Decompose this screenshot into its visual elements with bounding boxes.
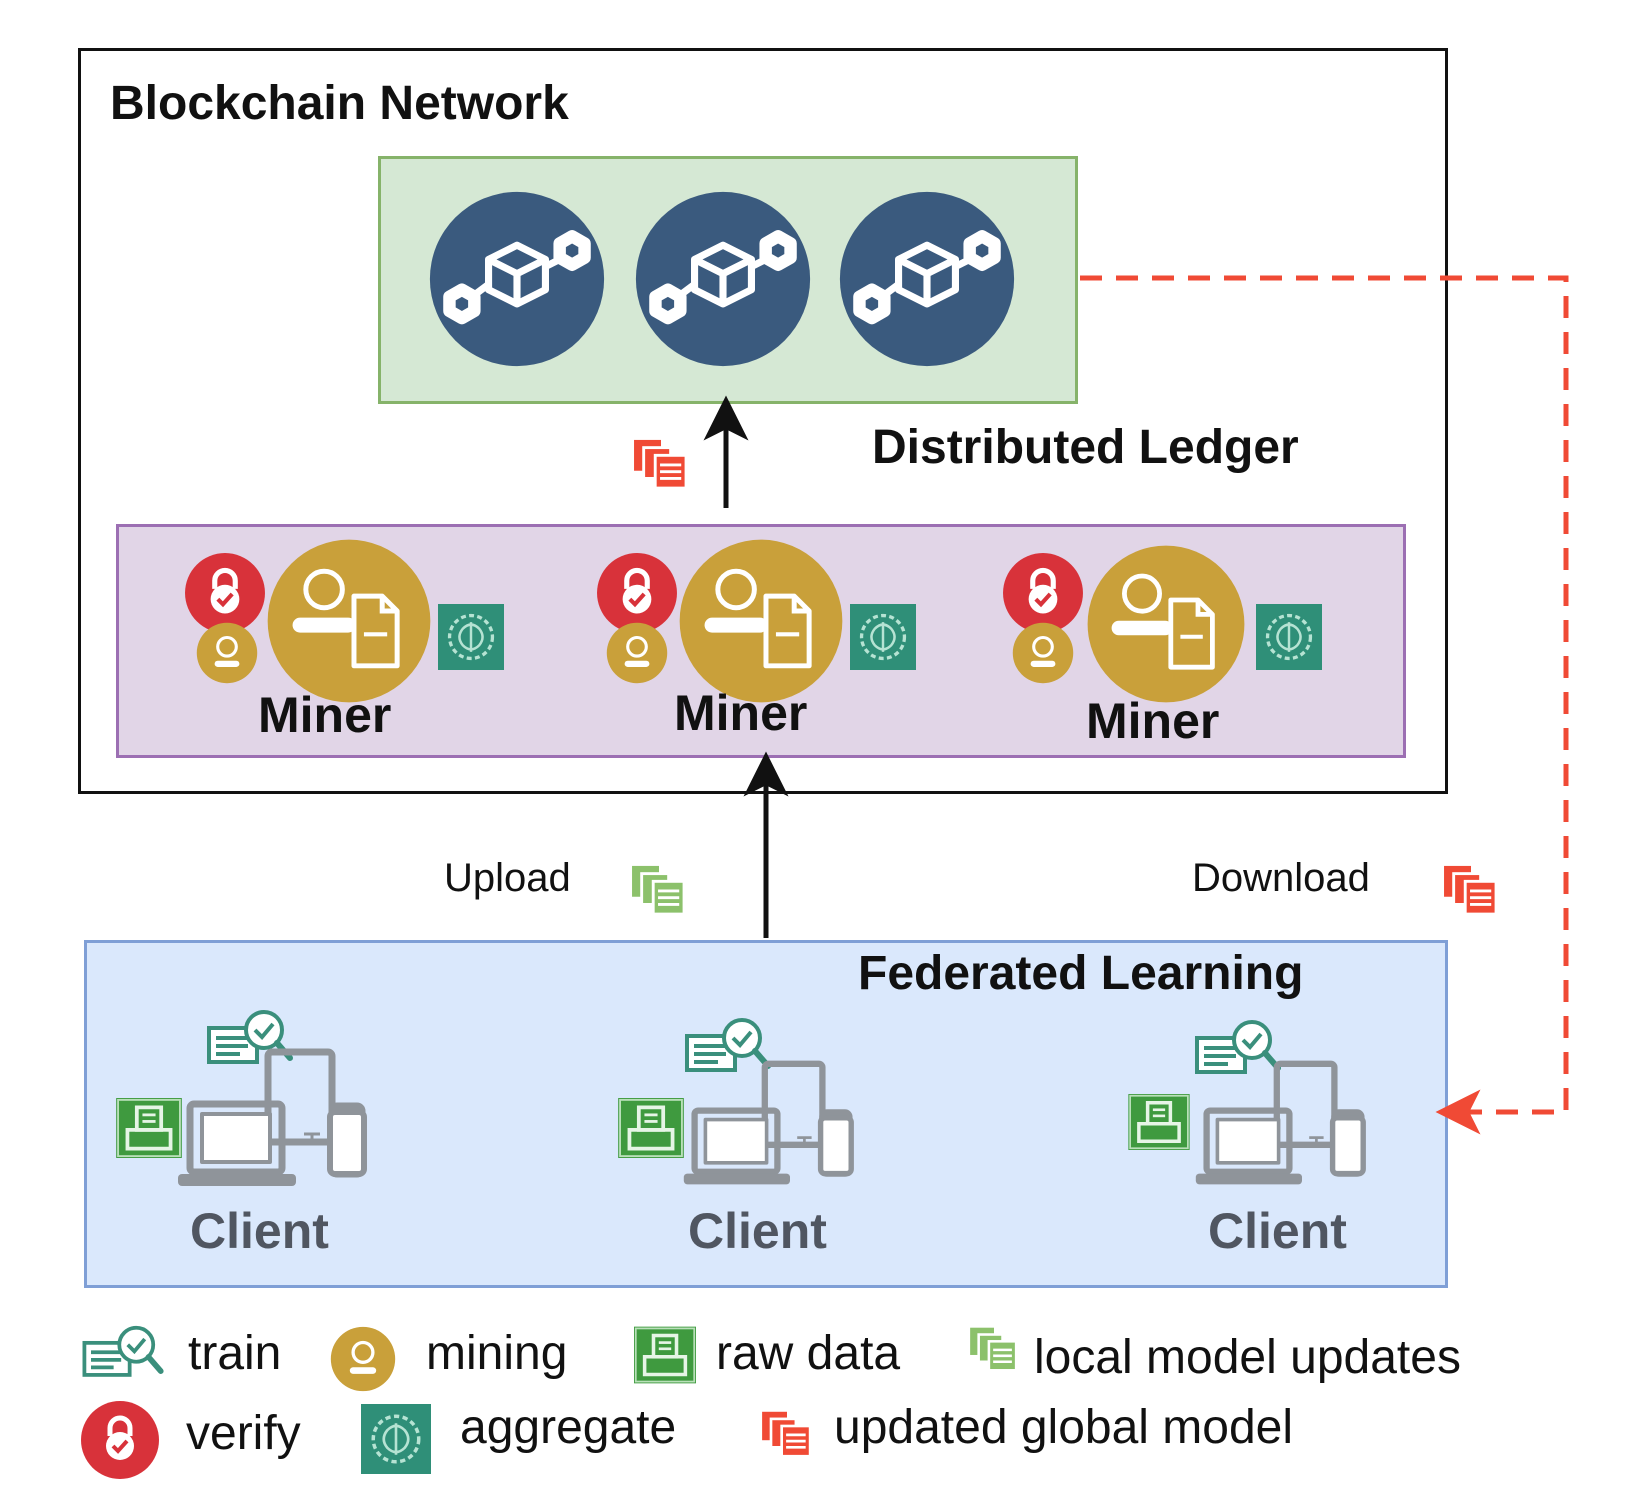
train-icon: [80, 1324, 168, 1390]
global-model-icon: [1442, 864, 1498, 916]
local-model-updates-icon: [968, 1326, 1018, 1372]
local-model-updates-icon: [630, 864, 686, 916]
miner-label: Miner: [258, 687, 392, 743]
legend-local-model-updates: local model updates: [1034, 1331, 1461, 1384]
download-arrow: [1080, 275, 1569, 1135]
miner-label: Miner: [674, 685, 808, 741]
legend-train: train: [188, 1327, 282, 1380]
verify-icon: [80, 1400, 160, 1480]
legend-updated-global-model: updated global model: [834, 1401, 1294, 1454]
blockchain-network-title: Blockchain Network: [110, 77, 569, 130]
client-label: Client: [190, 1203, 329, 1259]
federated-learning-title: Federated Learning: [858, 947, 1304, 1000]
aggregate-icon: [360, 1404, 432, 1474]
global-model-icon: [632, 438, 688, 490]
legend-raw-data: raw data: [716, 1327, 901, 1380]
download-label: Download: [1192, 856, 1370, 900]
client-label: Client: [688, 1203, 827, 1259]
legend-verify: verify: [186, 1407, 301, 1460]
miner-label: Miner: [1086, 693, 1220, 749]
legend-aggregate: aggregate: [460, 1401, 677, 1454]
raw-data-icon: [634, 1326, 696, 1384]
client-label: Client: [1208, 1203, 1347, 1259]
legend-mining: mining: [426, 1327, 568, 1380]
mining-icon: [330, 1326, 396, 1392]
upload-label: Upload: [444, 856, 571, 900]
global-model-icon: [760, 1410, 812, 1458]
distributed-ledger-title: Distributed Ledger: [872, 421, 1299, 474]
